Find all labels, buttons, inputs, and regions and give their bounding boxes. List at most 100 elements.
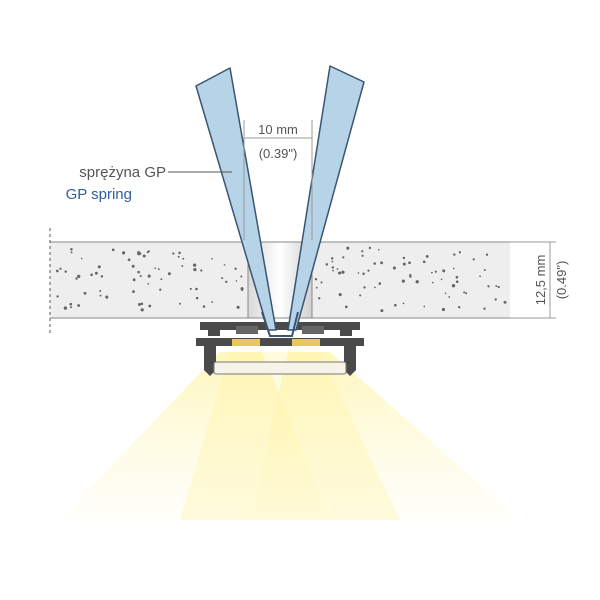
texture-dot — [374, 286, 376, 289]
texture-dot — [423, 305, 426, 308]
texture-dot — [487, 285, 490, 288]
texture-dot — [458, 306, 461, 309]
texture-dot — [495, 285, 498, 288]
texture-dot — [485, 253, 489, 256]
texture-dot — [442, 269, 446, 273]
texture-dot — [105, 295, 109, 299]
texture-dot — [240, 275, 243, 278]
texture-dot — [140, 308, 144, 312]
texture-dot — [99, 290, 102, 292]
texture-dot — [359, 294, 362, 297]
texture-dot — [160, 278, 163, 281]
texture-dot — [440, 278, 443, 281]
texture-dot — [172, 252, 175, 255]
texture-dot — [100, 275, 104, 278]
texture-dot — [83, 291, 87, 295]
texture-dot — [315, 286, 318, 289]
texture-dot — [465, 292, 468, 295]
gp-spring — [195, 65, 365, 337]
texture-dot — [64, 270, 67, 273]
texture-dot — [189, 287, 192, 290]
texture-dot — [479, 275, 481, 278]
texture-dot — [425, 254, 429, 258]
texture-dot — [377, 248, 380, 251]
texture-dot — [431, 281, 434, 284]
texture-dot — [441, 307, 445, 312]
texture-dot — [402, 256, 406, 260]
texture-dot — [393, 303, 397, 307]
texture-dot — [63, 306, 68, 310]
spring-label-pl: sprężyna GP — [79, 164, 166, 181]
texture-dot — [77, 304, 80, 307]
texture-dot — [361, 250, 364, 253]
texture-dot — [367, 269, 370, 272]
texture-dot — [147, 274, 151, 278]
texture-dot — [331, 260, 334, 263]
texture-dot — [448, 296, 451, 298]
texture-dot — [342, 256, 345, 259]
texture-dot — [483, 307, 486, 310]
texture-dot — [90, 273, 93, 277]
texture-dot — [318, 297, 321, 300]
texture-dot — [177, 255, 180, 258]
texture-dot — [409, 275, 412, 278]
texture-dot — [132, 278, 136, 282]
texture-dot — [455, 280, 459, 283]
texture-dot — [455, 275, 459, 279]
texture-dot — [211, 301, 214, 303]
texture-dot — [463, 291, 466, 294]
spring-label-en: GP spring — [66, 186, 132, 203]
texture-dot — [154, 267, 157, 270]
texture-dot — [55, 269, 59, 273]
texture-dot — [148, 304, 152, 308]
texture-dot — [122, 251, 126, 255]
aluminium-profile — [196, 322, 364, 376]
texture-dot — [357, 272, 360, 274]
texture-dot — [69, 302, 73, 306]
texture-dot — [325, 263, 329, 266]
texture-dot — [140, 302, 144, 306]
texture-dot — [193, 267, 197, 272]
texture-dot — [314, 277, 318, 281]
texture-dot — [179, 302, 182, 305]
texture-dot — [346, 246, 350, 250]
texture-dot — [159, 288, 162, 291]
plasterboard-texture — [55, 246, 507, 313]
texture-dot — [472, 258, 475, 261]
texture-dot — [332, 269, 334, 272]
texture-dot — [378, 282, 382, 285]
width-dimension — [243, 120, 313, 240]
texture-dot — [99, 294, 102, 297]
texture-dot — [211, 257, 213, 260]
texture-dot — [337, 271, 342, 275]
texture-dot — [341, 270, 345, 274]
texture-dot — [458, 251, 462, 254]
texture-dot — [142, 254, 146, 258]
texture-dot — [320, 281, 323, 284]
texture-dot — [157, 268, 160, 271]
texture-dot — [195, 287, 198, 291]
texture-dot — [422, 260, 426, 264]
texture-dot — [344, 305, 348, 309]
texture-dot — [70, 251, 73, 254]
texture-dot — [94, 271, 98, 275]
texture-dot — [483, 268, 486, 272]
texture-dot — [80, 257, 83, 260]
texture-dot — [77, 274, 81, 279]
texture-dot — [338, 293, 342, 297]
texture-dot — [202, 305, 206, 308]
texture-dot — [380, 309, 384, 313]
texture-dot — [178, 251, 181, 255]
texture-dot — [373, 262, 376, 265]
texture-dot — [240, 287, 244, 291]
thickness-dimension — [510, 241, 556, 319]
texture-dot — [331, 266, 334, 269]
texture-dot — [69, 306, 73, 309]
texture-dot — [223, 264, 226, 266]
texture-dot — [444, 292, 447, 295]
texture-dot — [408, 261, 411, 265]
texture-dot — [137, 251, 141, 255]
texture-dot — [139, 275, 142, 278]
texture-dot — [195, 296, 199, 300]
